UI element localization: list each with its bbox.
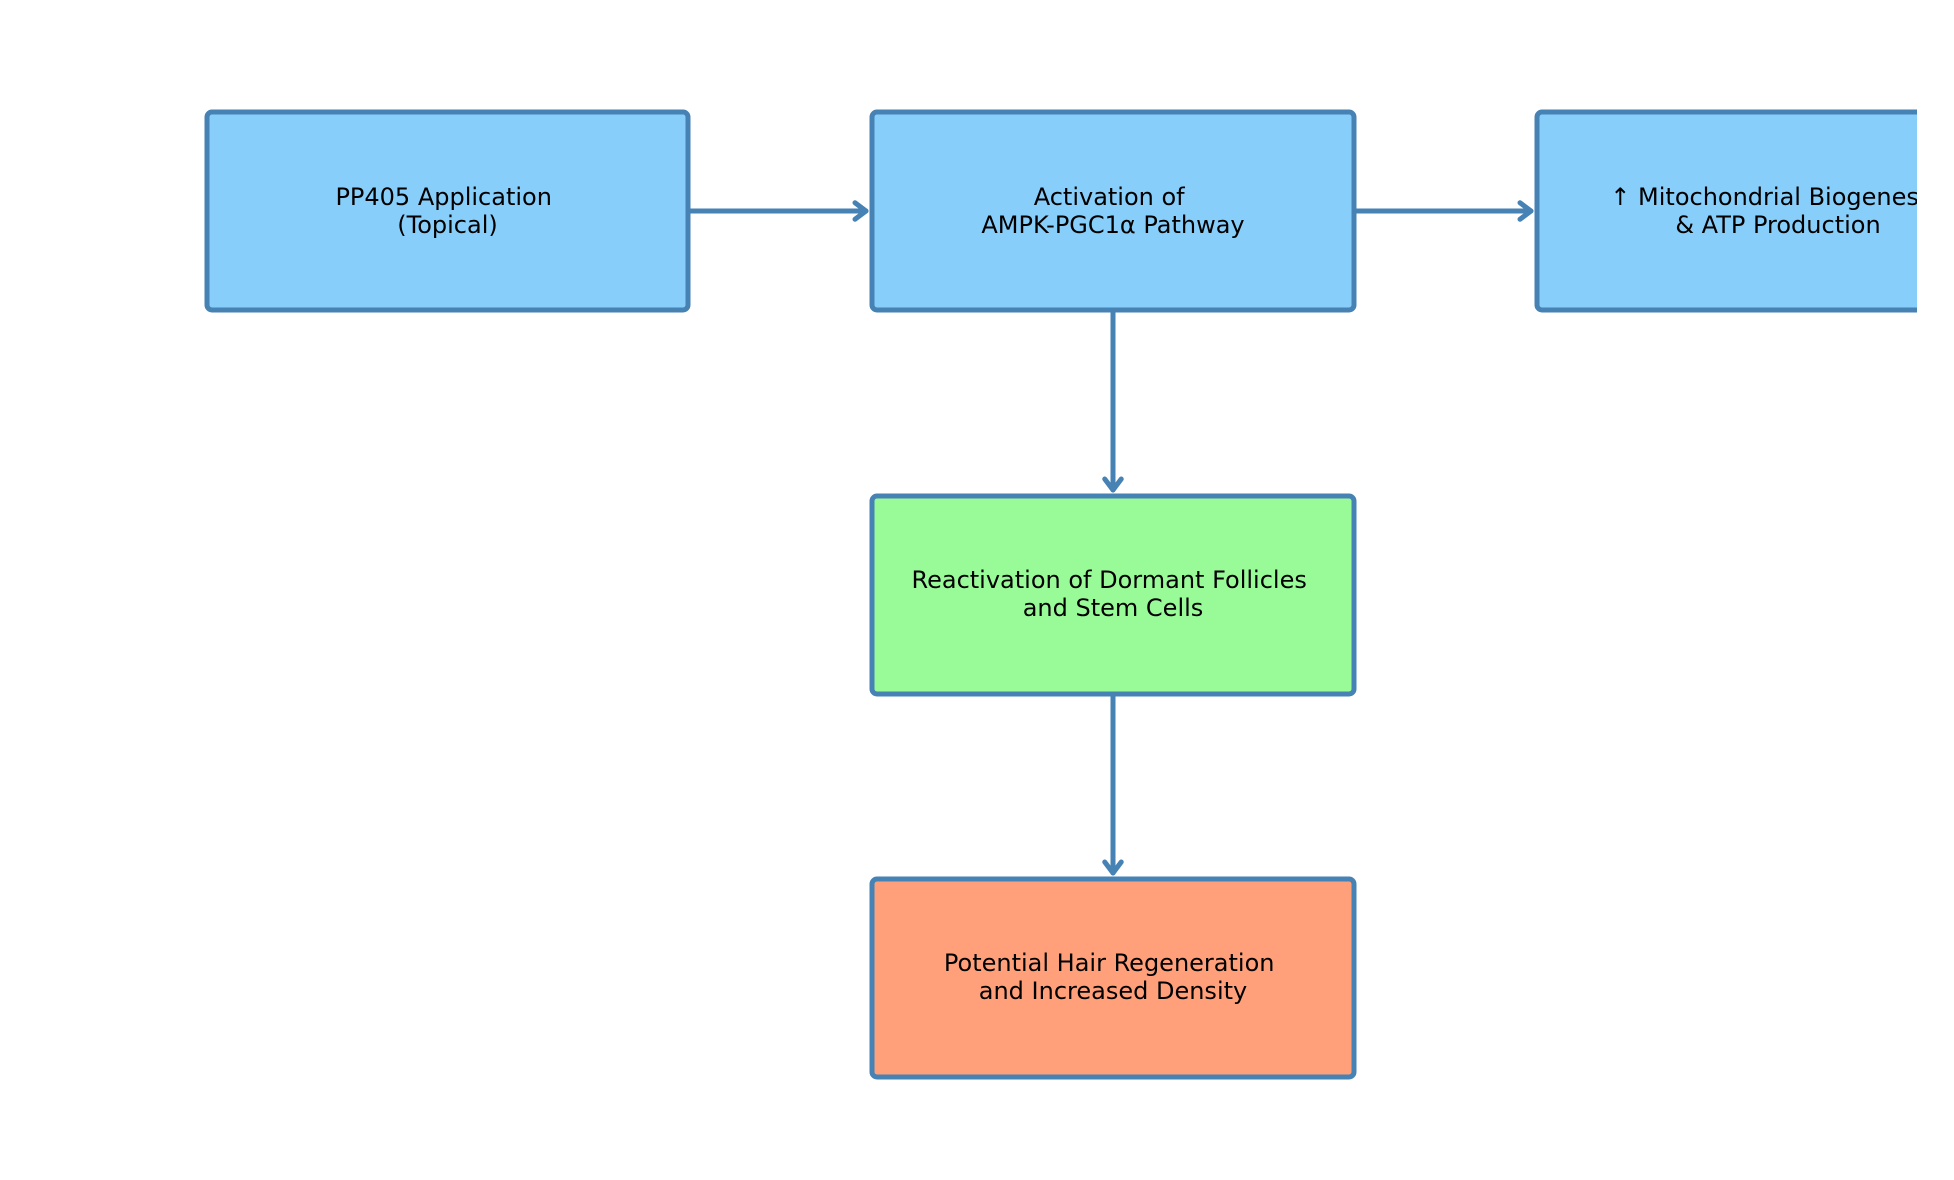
arrowhead-pp405-to-ampk [852, 200, 869, 222]
node-box-mito [1534, 109, 1917, 313]
node-box-follicles [869, 493, 1357, 697]
edge-ampk-to-mito [1351, 200, 1534, 222]
svg-text:PP405 Application (Top: PP405 Application (Topical) [335, 183, 559, 239]
edge-pp405-to-ampk [685, 200, 869, 222]
node-follicles: Reactivation of Dormant Follicles and St… [869, 493, 1357, 697]
node-box-ampk [869, 109, 1357, 313]
arrowhead-follicles-to-hair [1102, 859, 1124, 876]
arrowhead-ampk-to-mito [1517, 200, 1534, 222]
edge-ampk-to-follicles [1102, 307, 1124, 493]
svg-text:Activation of AMPK-PGC: Activation of AMPK-PGC1α Pathway [981, 183, 1244, 239]
svg-text:Potential Hair Regeneration: Potential Hair Regeneration and Increase… [944, 949, 1282, 1005]
arrowhead-ampk-to-follicles [1102, 476, 1124, 493]
edges-layer [685, 200, 1534, 876]
svg-text:↑ Mitochondrial Biogenesis: ↑ Mitochondrial Biogenesis & ATP Product… [1610, 183, 1945, 239]
node-label-ampk-line2: AMPK-PGC1α Pathway [981, 211, 1244, 239]
node-label-follicles-line2: and Stem Cells [1023, 594, 1204, 622]
node-hair: Potential Hair Regeneration and Increase… [869, 876, 1357, 1080]
node-ampk: Activation of AMPK-PGC1α Pathway [869, 109, 1357, 313]
svg-text:Reactivation of Dormant Follic: Reactivation of Dormant Follicles and St… [912, 566, 1315, 622]
node-box-hair [869, 876, 1357, 1080]
node-label-mito-line1: ↑ Mitochondrial Biogenesis [1610, 183, 1938, 211]
node-label-ampk-line1: Activation of [1034, 183, 1185, 211]
edge-follicles-to-hair [1102, 691, 1124, 876]
node-mito: ↑ Mitochondrial Biogenesis & ATP Product… [1534, 109, 1945, 313]
node-label-hair-line1: Potential Hair Regeneration [944, 949, 1275, 977]
node-pp405: PP405 Application (Topical) [204, 109, 691, 313]
node-label-pp405-line1: PP405 Application [335, 183, 551, 211]
node-label-mito-line2: & ATP Production [1675, 211, 1880, 239]
node-box-pp405 [204, 109, 691, 313]
node-label-follicles-line1: Reactivation of Dormant Follicles [912, 566, 1307, 594]
node-label-pp405-line2: (Topical) [397, 211, 497, 239]
node-label-hair-line2: and Increased Density [979, 977, 1247, 1005]
